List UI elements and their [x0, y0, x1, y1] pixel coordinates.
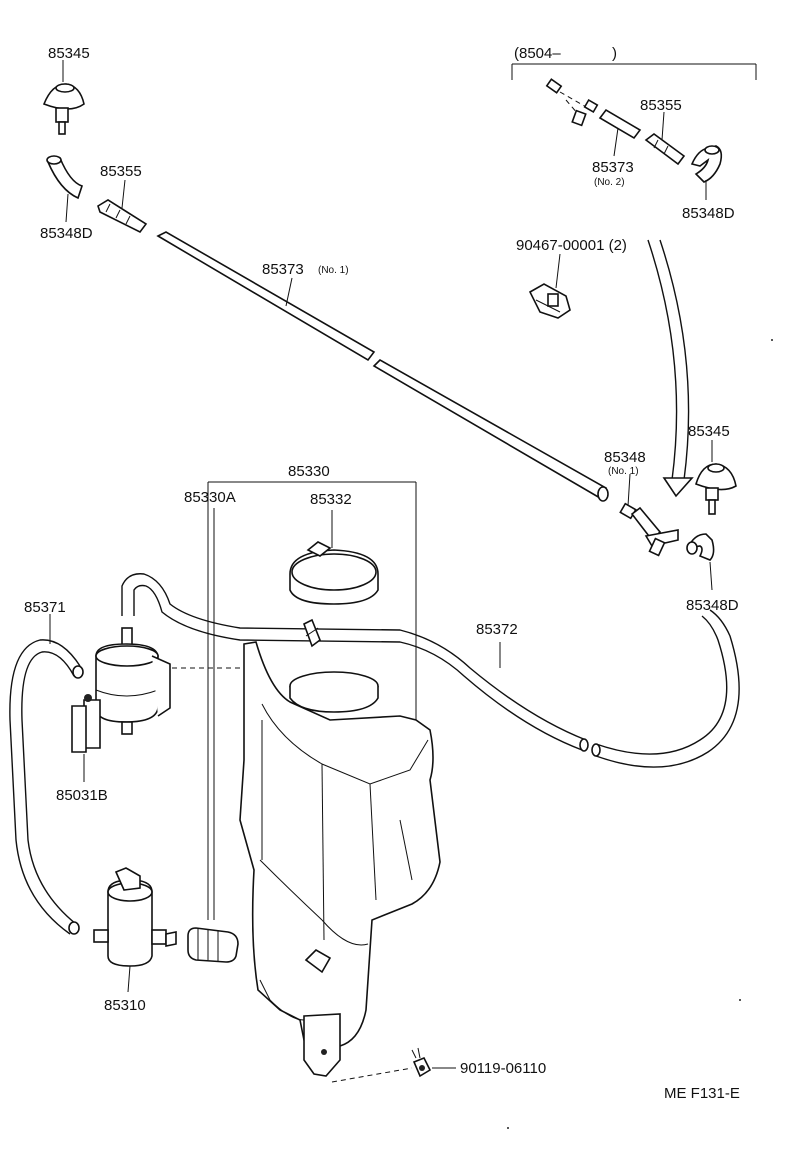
label-85373-no2-sub: (No. 2): [594, 177, 625, 188]
y-joint-85348-no1: [619, 502, 679, 557]
diagram-code: ME F131-E: [664, 1085, 740, 1102]
tank-clip: [303, 618, 321, 648]
label-85355-right: 85355: [640, 97, 682, 114]
direction-arrow: [647, 239, 694, 498]
hose-85373-no2: [598, 108, 642, 140]
label-85348d-right: 85348D: [682, 205, 735, 222]
label-85031b: 85031B: [56, 787, 108, 804]
washer-motor-85310: [93, 867, 177, 967]
elbow-hose-top-right: [690, 145, 723, 183]
leader-85348-no1: [627, 473, 631, 507]
hose-85372: [121, 573, 740, 768]
hose-85371: [9, 639, 84, 935]
label-85373-no1: 85373: [262, 261, 304, 278]
leader-85310: [127, 965, 131, 993]
elbow-hose-top-left: [46, 155, 84, 200]
washer-reservoir-tank: [239, 641, 441, 1077]
label-85372: 85372: [476, 621, 518, 638]
hose-clip: [528, 283, 571, 319]
label-85330a: 85330A: [184, 489, 236, 506]
label-85371: 85371: [24, 599, 66, 616]
reservoir-cap: [289, 541, 379, 605]
leader-85373-no1: [285, 277, 293, 307]
label-85330: 85330: [288, 463, 330, 480]
leader-clip: [555, 253, 561, 289]
label-bracket-close: ): [612, 45, 617, 62]
label-85348d-lower: 85348D: [686, 597, 739, 614]
label-85348-no1: 85348: [604, 449, 646, 466]
y-joint-small: [545, 78, 599, 127]
variant-bracket: [511, 63, 757, 80]
label-85310: 85310: [104, 997, 146, 1014]
hose-85373-no1: [156, 231, 609, 502]
label-85345-right: 85345: [688, 423, 730, 440]
label-clip: 90467-00001 (2): [516, 237, 627, 254]
leader-85355-right: [661, 111, 665, 141]
label-85373-no2: 85373: [592, 159, 634, 176]
leader-85373-no2: [613, 127, 619, 157]
bolt-to-tank-dash: [331, 1067, 413, 1083]
pump-grommet: [187, 927, 239, 963]
leader-85355-left: [121, 179, 126, 209]
label-85348d-top: 85348D: [40, 225, 93, 242]
mounting-bolt: [411, 1047, 432, 1078]
label-85345-top: 85345: [48, 45, 90, 62]
assembly-bracket-85330: [207, 481, 417, 920]
label-85332: 85332: [310, 491, 352, 508]
leader-85348d-lower: [709, 561, 713, 591]
elbow-hose-lower-right: [686, 533, 715, 561]
label-85355-left: 85355: [100, 163, 142, 180]
washer-nozzle-right: [695, 463, 737, 515]
label-bracket: (8504–: [514, 45, 561, 62]
label-bolt: 90119-06110: [460, 1060, 546, 1077]
label-85373-no1-sub: (No. 1): [318, 265, 349, 276]
joint-connector-right: [644, 133, 686, 166]
leader-85348d-top: [65, 193, 69, 223]
label-85348-no1-sub: (No. 1): [608, 466, 639, 477]
washer-pump-85031b: [71, 627, 171, 753]
joint-connector-left: [97, 199, 148, 234]
washer-nozzle-left: [42, 83, 85, 135]
